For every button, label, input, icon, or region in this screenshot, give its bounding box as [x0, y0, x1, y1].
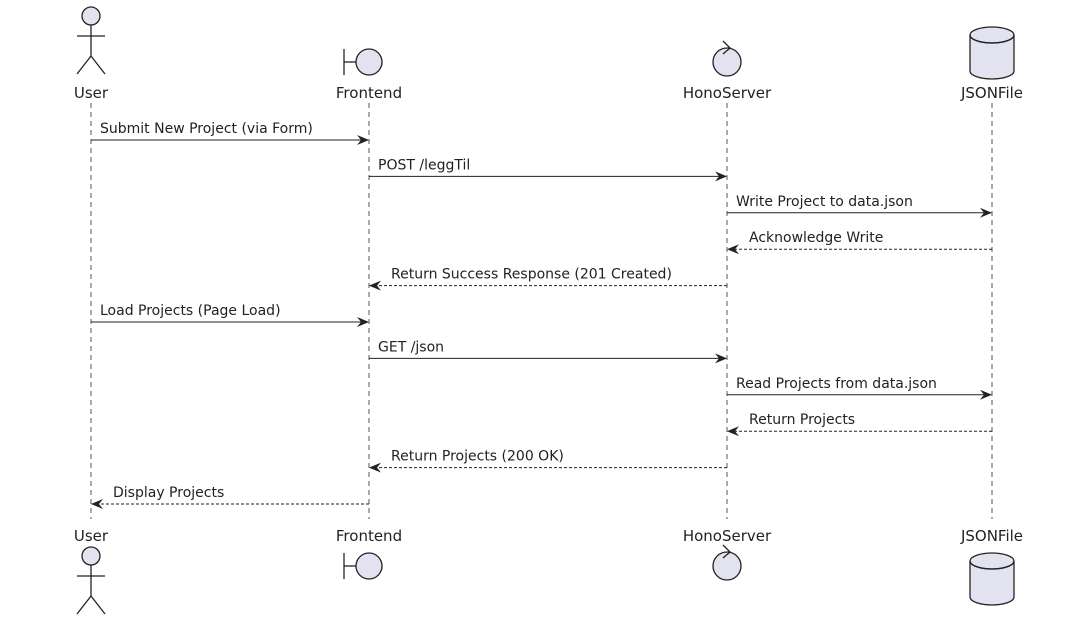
- participant-label-frontend-top: Frontend: [336, 84, 402, 102]
- message-4: Acknowledge Write: [727, 230, 992, 255]
- message-6: Load Projects (Page Load): [91, 303, 369, 327]
- message-2: POST /leggTil: [369, 157, 727, 182]
- message-8: Read Projects from data.json: [727, 376, 992, 400]
- message-label: Return Success Response (201 Created): [391, 267, 672, 283]
- message-1: Submit New Project (via Form): [91, 121, 369, 145]
- lifelines: [90, 103, 993, 519]
- message-label: Read Projects from data.json: [736, 376, 937, 392]
- participant-label-server-top: HonoServer: [683, 84, 772, 102]
- message-5: Return Success Response (201 Created): [369, 267, 727, 291]
- database-icon: [969, 26, 1015, 80]
- message-3: Write Project to data.json: [727, 194, 992, 218]
- control-icon: [712, 544, 742, 581]
- participant-label-user-top: User: [74, 84, 109, 102]
- actor-icon: [76, 6, 106, 75]
- control-icon: [712, 40, 742, 77]
- message-label: Acknowledge Write: [749, 230, 883, 246]
- participant-label-file-top: JSONFile: [960, 84, 1023, 102]
- message-label: Display Projects: [113, 485, 224, 501]
- message-label: GET /json: [378, 339, 444, 355]
- participants: UserUserFrontendFrontendHonoServerHonoSe…: [74, 6, 1023, 615]
- actor-icon: [76, 546, 106, 615]
- boundary-icon: [343, 48, 383, 76]
- boundary-icon: [343, 552, 383, 580]
- participant-label-user-bottom: User: [74, 527, 109, 545]
- messages: Submit New Project (via Form) POST /leggT…: [91, 121, 992, 509]
- message-7: GET /json: [369, 339, 727, 364]
- message-label: Submit New Project (via Form): [100, 121, 313, 137]
- message-label: Load Projects (Page Load): [100, 303, 281, 319]
- message-label: POST /leggTil: [378, 157, 470, 173]
- participant-label-frontend-bottom: Frontend: [336, 527, 402, 545]
- database-icon: [969, 552, 1015, 606]
- message-label: Write Project to data.json: [736, 194, 913, 210]
- message-11: Display Projects: [91, 485, 369, 509]
- message-label: Return Projects (200 OK): [391, 449, 564, 465]
- participant-label-file-bottom: JSONFile: [960, 527, 1023, 545]
- message-label: Return Projects: [749, 412, 855, 428]
- participant-label-server-bottom: HonoServer: [683, 527, 772, 545]
- message-9: Return Projects: [727, 412, 992, 437]
- message-10: Return Projects (200 OK): [369, 449, 727, 473]
